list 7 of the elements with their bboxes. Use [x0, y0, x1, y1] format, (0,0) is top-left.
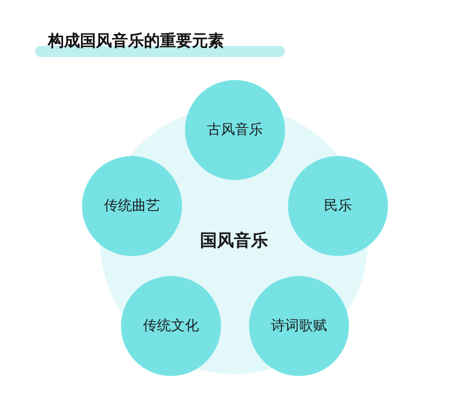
circle-label: 古风音乐 [207, 121, 263, 139]
title: 构成国风音乐的重要元素 [48, 30, 224, 52]
center-label: 国风音乐 [200, 230, 268, 252]
circle-label: 传统曲艺 [104, 197, 160, 215]
circle-label: 民乐 [324, 197, 352, 215]
circle-label: 传统文化 [143, 317, 199, 335]
circle-label: 诗词歌赋 [271, 317, 327, 335]
